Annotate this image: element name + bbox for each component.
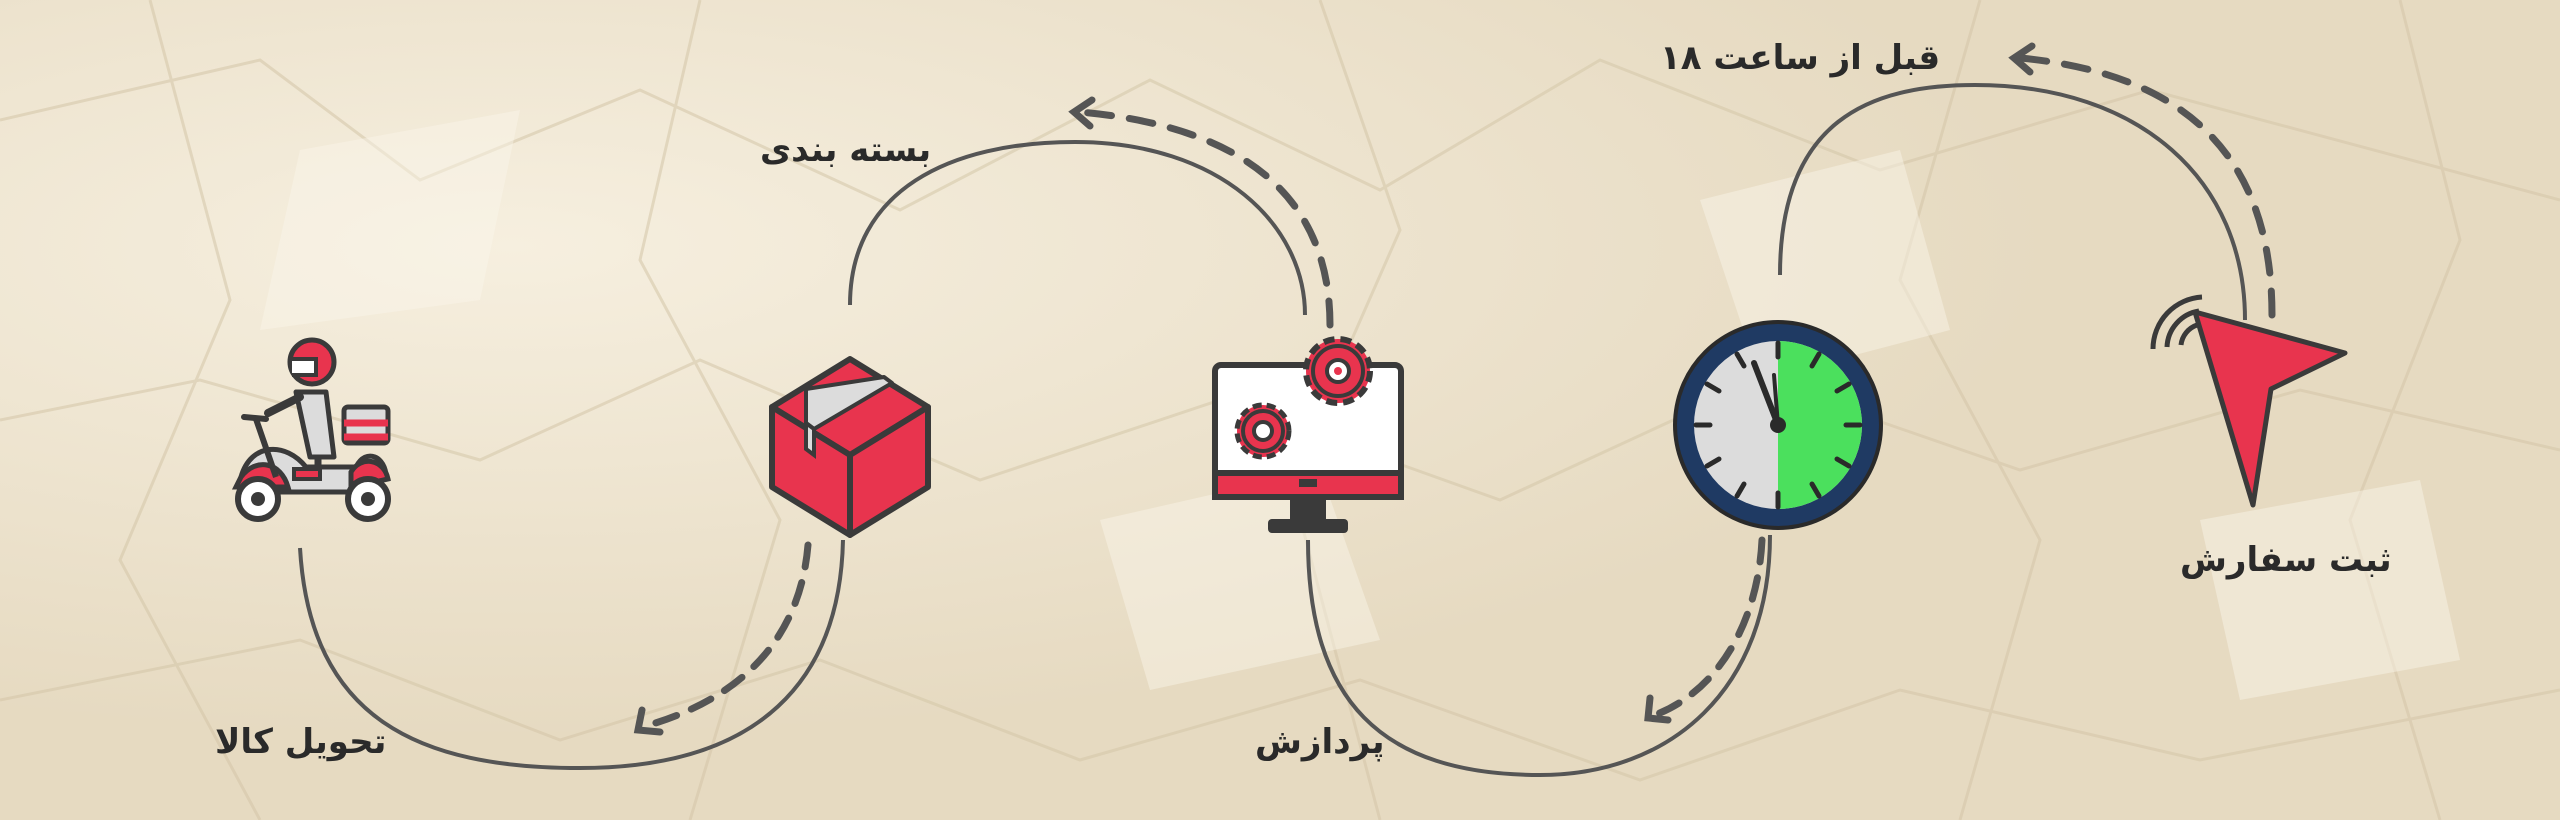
clock-icon [1673, 320, 1883, 530]
cursor-click-icon [2150, 294, 2348, 508]
dashed-arrow-3 [1068, 96, 1334, 329]
step-delivery-label: تحویل کالا [215, 722, 387, 762]
delivery-scooter-icon [231, 337, 391, 522]
connector-arc-3 [848, 139, 1307, 316]
step-packaging-label: بسته بندی [760, 130, 932, 170]
package-box-icon [769, 356, 931, 538]
connector-arc-1 [1778, 82, 2247, 321]
monitor-gears-icon [1212, 336, 1404, 533]
dashed-arrow-4 [633, 541, 812, 736]
step-order-label: ثبت سفارش [2180, 540, 2392, 580]
step-processing-label: پردازش [1255, 722, 1385, 762]
dashed-arrow-2 [1644, 536, 1766, 724]
dashed-arrow-1 [2008, 42, 2276, 319]
connector-arc-2 [1306, 534, 1772, 778]
step-deadline-label: قبل از ساعت ۱۸ [1660, 38, 1941, 78]
connector-arc-4 [298, 539, 845, 771]
